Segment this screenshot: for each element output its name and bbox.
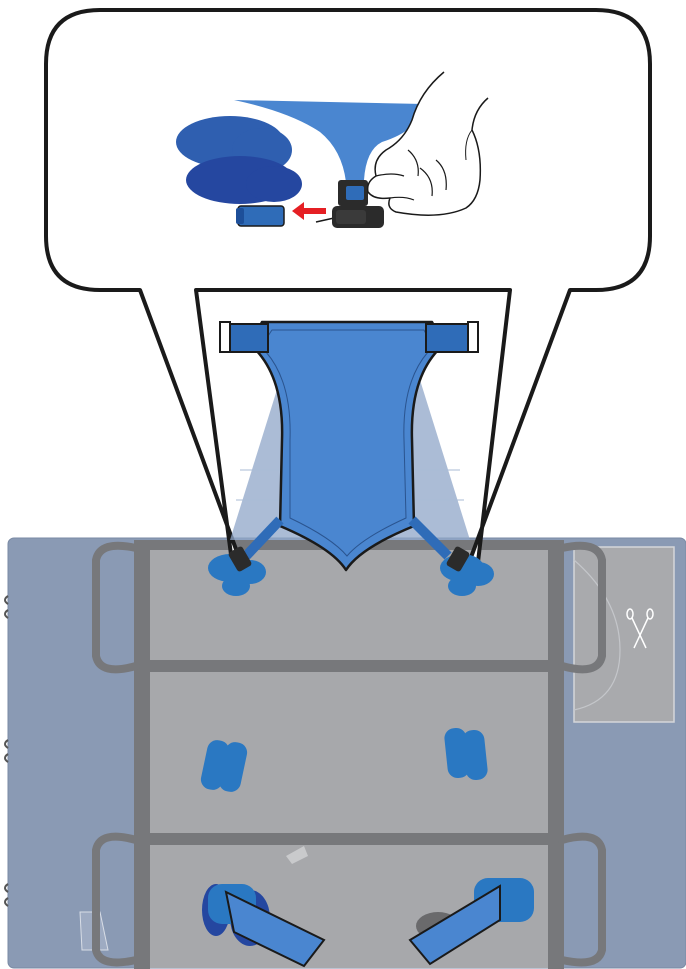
scissors-pocket bbox=[574, 547, 674, 722]
mid-pad-right bbox=[443, 727, 488, 781]
shoulder-strap-left bbox=[228, 324, 268, 352]
harness bbox=[220, 322, 478, 570]
shoulder-strap-right bbox=[426, 324, 470, 352]
buckle-receiver bbox=[236, 206, 284, 226]
